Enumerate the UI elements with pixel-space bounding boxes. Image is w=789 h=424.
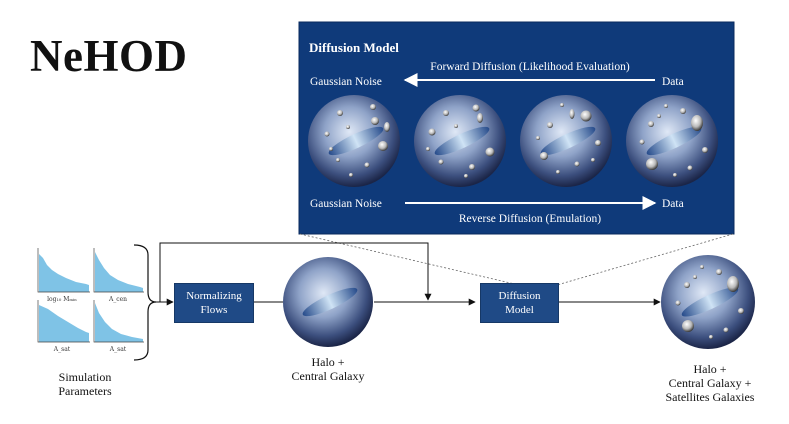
hist-axis-4: A_sat	[109, 346, 127, 353]
histogram-4	[93, 300, 144, 343]
histogram-3	[37, 300, 90, 343]
hist-axis-2: A_cen	[108, 296, 127, 303]
sphere-output	[661, 255, 755, 349]
diffusion-box-line-2: Model	[505, 304, 534, 316]
simulation-parameters-label: Simulation Parameters	[30, 370, 140, 398]
halo-central-label: Halo + Central Galaxy	[263, 355, 393, 383]
normalizing-flows-box: Normalizing Flows	[174, 283, 254, 323]
sim-label-line-1: Simulation	[58, 370, 112, 384]
panel-title: Diffusion Model	[309, 40, 399, 55]
forward-caption: Forward Diffusion (Likelihood Evaluation…	[430, 61, 630, 73]
histogram-2	[93, 248, 144, 293]
sphere-step-3	[520, 95, 612, 187]
halo-central-line-1: Halo +	[311, 355, 345, 369]
reverse-right-label: Data	[662, 198, 684, 210]
reverse-caption: Reverse Diffusion (Emulation)	[459, 213, 601, 225]
sphere-halo-central	[283, 257, 373, 347]
diffusion-model-box: Diffusion Model	[480, 283, 559, 323]
histogram-panel: log₁₀ Mₘᵢₙ A_cen A_sat A_sat	[37, 248, 144, 353]
reverse-left-label: Gaussian Noise	[310, 198, 382, 210]
sphere-data	[626, 95, 718, 187]
halo-full-line-2: Central Galaxy +	[668, 376, 752, 390]
hist-axis-1: log₁₀ Mₘᵢₙ	[47, 296, 77, 303]
flows-box-line-2: Flows	[200, 304, 228, 316]
flows-box-line-1: Normalizing	[186, 290, 242, 302]
sphere-step-2	[414, 95, 506, 187]
sim-label-line-2: Parameters	[58, 384, 112, 398]
sphere-noise	[308, 95, 400, 187]
diffusion-box-line-1: Diffusion	[498, 290, 541, 302]
halo-central-line-2: Central Galaxy	[291, 369, 365, 383]
hist-axis-3: A_sat	[53, 346, 71, 353]
halo-full-line-3: Satellites Galaxies	[665, 390, 755, 404]
figure-title: NeHOD	[30, 31, 188, 81]
halo-full-label: Halo + Central Galaxy + Satellites Galax…	[640, 362, 780, 404]
zoom-line-right	[556, 233, 734, 286]
bypass-line	[159, 242, 432, 302]
halo-full-line-1: Halo +	[693, 362, 727, 376]
forward-right-label: Data	[662, 76, 684, 88]
histogram-1	[37, 248, 90, 293]
forward-left-label: Gaussian Noise	[310, 76, 382, 88]
brace	[133, 244, 157, 361]
